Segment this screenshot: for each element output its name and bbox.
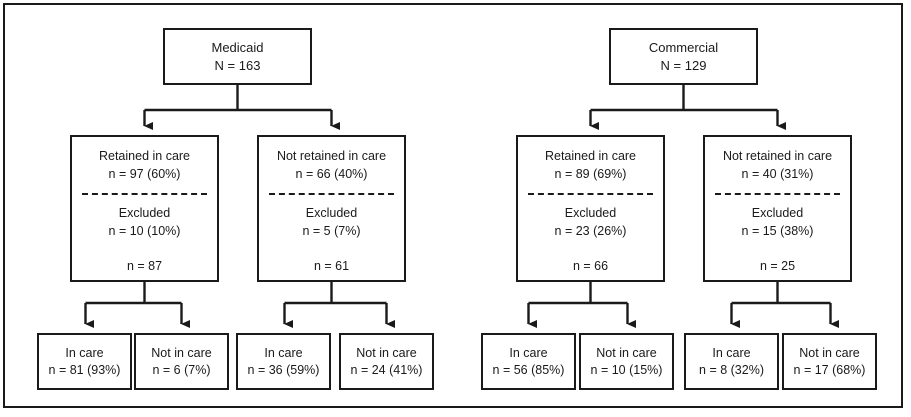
node-medicaid-retained: Retained in care n = 97 (60%) Excluded n… (70, 135, 219, 282)
node-outcome-commercial-retained-not-in-care: Not in care n = 10 (15%) (579, 333, 674, 390)
excluded-count: n = 15 (38%) (741, 223, 814, 238)
outcome-value: n = 8 (32%) (699, 362, 764, 377)
dashed-divider (82, 193, 207, 196)
outcome-label: Not in care (356, 345, 417, 360)
excluded-label: Excluded (305, 206, 358, 221)
node-outcome-medicaid-retained-in-care: In care n = 81 (93%) (37, 333, 132, 390)
node-medicaid-not-retained: Not retained in care n = 66 (40%) Exclud… (257, 135, 406, 282)
retention-status: Retained in care (544, 149, 637, 163)
cohort-total: N = 163 (214, 57, 261, 73)
outcome-value: n = 56 (85%) (492, 362, 565, 377)
outcome-value: n = 17 (68%) (793, 362, 866, 377)
excluded-label: Excluded (118, 206, 171, 221)
retention-status: Retained in care (98, 149, 191, 163)
excluded-label: Excluded (564, 206, 617, 221)
retention-count: n = 89 (69%) (554, 166, 627, 181)
cohort-name: Commercial (648, 40, 719, 56)
outcome-label: Not in care (596, 345, 657, 360)
dashed-divider (715, 193, 840, 196)
remaining-count: n = 25 (759, 258, 796, 273)
outcome-label: In care (712, 345, 751, 360)
remaining-count: n = 87 (126, 258, 163, 273)
outcome-label: In care (65, 345, 104, 360)
excluded-count: n = 10 (10%) (108, 223, 181, 238)
node-commercial-retained: Retained in care n = 89 (69%) Excluded n… (516, 135, 665, 282)
remaining-count: n = 61 (313, 258, 350, 273)
cohort-total: N = 129 (660, 57, 707, 73)
node-outcome-commercial-notretained-in-care: In care n = 8 (32%) (684, 333, 779, 390)
node-commercial-not-retained: Not retained in care n = 40 (31%) Exclud… (703, 135, 852, 282)
node-outcome-commercial-notretained-not-in-care: Not in care n = 17 (68%) (782, 333, 877, 390)
node-cohort-commercial: Commercial N = 129 (609, 28, 758, 85)
excluded-count: n = 23 (26%) (554, 223, 627, 238)
node-outcome-medicaid-notretained-not-in-care: Not in care n = 24 (41%) (339, 333, 434, 390)
retention-count: n = 66 (40%) (295, 166, 368, 181)
retention-status: Not retained in care (276, 149, 387, 163)
outcome-value: n = 81 (93%) (48, 362, 121, 377)
outcome-value: n = 6 (7%) (152, 362, 211, 377)
outcome-label: Not in care (151, 345, 212, 360)
retention-group: Retained in care n = 97 (60%) (99, 148, 190, 182)
cohort-name: Medicaid (211, 40, 264, 56)
excluded-group: Excluded n = 5 (7%) (302, 205, 360, 239)
retention-count: n = 40 (31%) (741, 166, 814, 181)
retention-status: Not retained in care (722, 149, 833, 163)
dashed-divider (269, 193, 394, 196)
excluded-label: Excluded (751, 206, 804, 221)
retention-group: Retained in care n = 89 (69%) (545, 148, 636, 182)
outcome-label: Not in care (799, 345, 860, 360)
dashed-divider (528, 193, 653, 196)
node-outcome-medicaid-notretained-in-care: In care n = 36 (59%) (236, 333, 331, 390)
excluded-group: Excluded n = 10 (10%) (109, 205, 181, 239)
retention-group: Not retained in care n = 66 (40%) (277, 148, 386, 182)
retention-count: n = 97 (60%) (108, 166, 181, 181)
remaining-count: n = 66 (572, 258, 609, 273)
node-outcome-medicaid-retained-not-in-care: Not in care n = 6 (7%) (134, 333, 229, 390)
figure-border (3, 3, 903, 408)
excluded-group: Excluded n = 15 (38%) (742, 205, 814, 239)
excluded-group: Excluded n = 23 (26%) (555, 205, 627, 239)
outcome-value: n = 24 (41%) (350, 362, 423, 377)
outcome-value: n = 10 (15%) (590, 362, 663, 377)
outcome-value: n = 36 (59%) (247, 362, 320, 377)
outcome-label: In care (264, 345, 303, 360)
node-cohort-medicaid: Medicaid N = 163 (163, 28, 312, 85)
outcome-label: In care (509, 345, 548, 360)
node-outcome-commercial-retained-in-care: In care n = 56 (85%) (481, 333, 576, 390)
retention-group: Not retained in care n = 40 (31%) (723, 148, 832, 182)
excluded-count: n = 5 (7%) (302, 223, 361, 238)
